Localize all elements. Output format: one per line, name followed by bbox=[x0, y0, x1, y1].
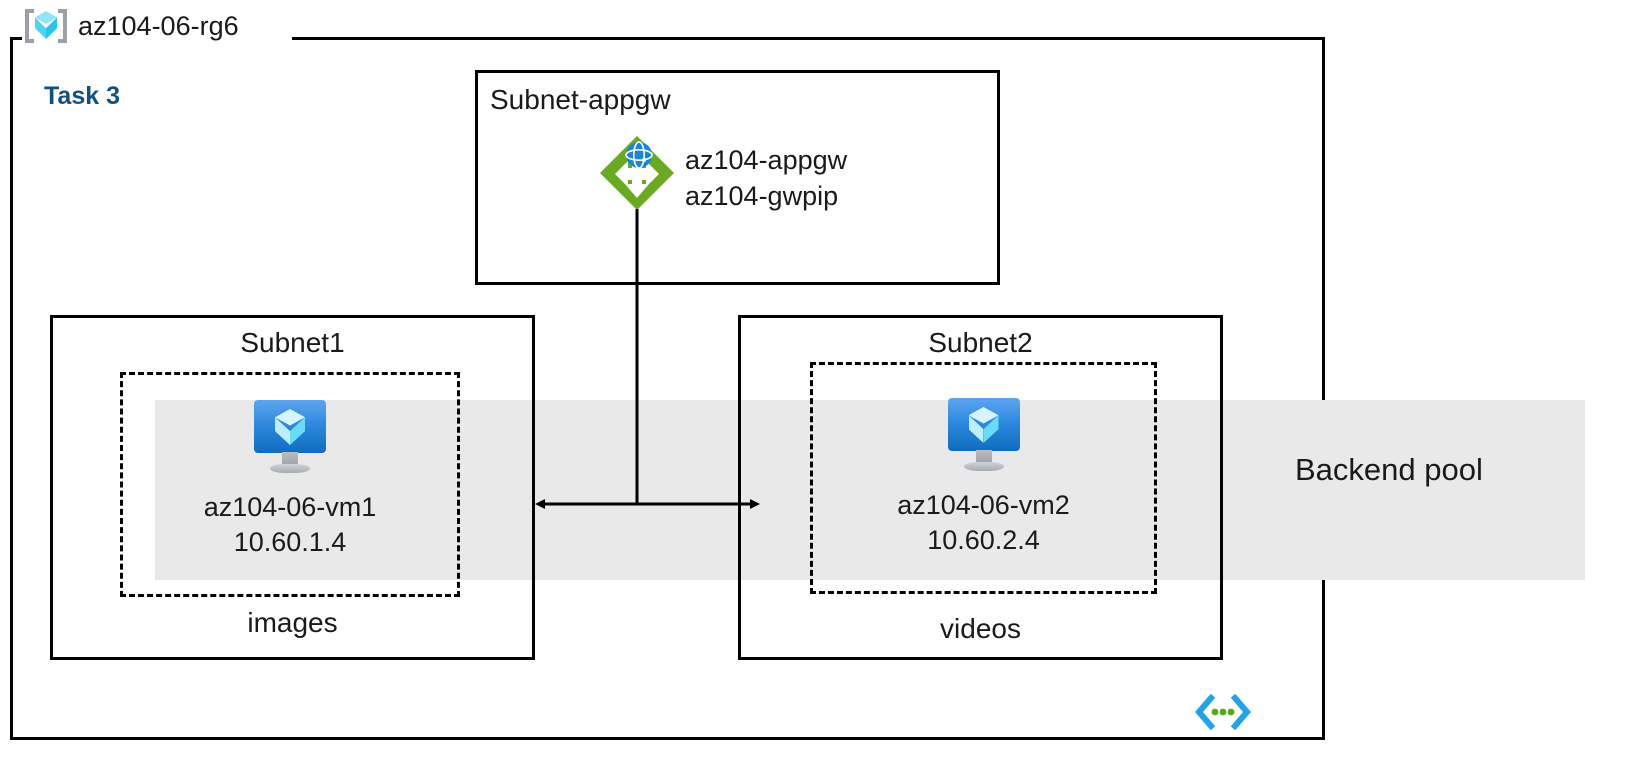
subnet2-title: Subnet2 bbox=[928, 327, 1033, 358]
bracket-left-icon bbox=[25, 9, 34, 43]
subnet2-box bbox=[738, 315, 1223, 660]
resource-group-icon bbox=[24, 6, 68, 46]
cube-glyph bbox=[968, 407, 999, 443]
vm1-ip: 10.60.1.4 bbox=[233, 526, 347, 557]
subnet1-title: Subnet1 bbox=[240, 327, 345, 358]
application-gateway-icon bbox=[598, 134, 676, 212]
virtual-network-icon bbox=[1194, 693, 1252, 731]
subnet1-group-label: images bbox=[247, 607, 338, 638]
subnet2-group-label: videos bbox=[940, 613, 1021, 644]
subnet-appgw-box bbox=[475, 70, 1000, 285]
virtual-machine-icon bbox=[947, 398, 1020, 472]
virtual-machine-icon bbox=[254, 400, 326, 474]
cube-glyph bbox=[275, 409, 305, 445]
appgw-public-ip-name: az104-gwpip bbox=[685, 181, 839, 212]
resource-group-container bbox=[10, 37, 1325, 740]
subnet-appgw-title: Subnet-appgw bbox=[490, 84, 671, 115]
resource-group-header: az104-06-rg6 bbox=[24, 6, 239, 46]
subnet1-vm: az104-06-vm1 10.60.1.4 bbox=[120, 400, 460, 559]
backend-pool-band bbox=[155, 400, 1585, 580]
cube-glyph bbox=[35, 11, 57, 39]
vm1-name: az104-06-vm1 bbox=[203, 492, 377, 522]
subnet1-box bbox=[50, 315, 535, 660]
task-label: Task 3 bbox=[44, 82, 120, 110]
application-gateway-labels: az104-appgw az104-gwpip bbox=[685, 142, 847, 214]
resource-group-name: az104-06-rg6 bbox=[78, 10, 239, 41]
vm2-ip: 10.60.2.4 bbox=[927, 524, 1040, 555]
subnet2-vm-group bbox=[810, 362, 1157, 594]
bracket-right-icon bbox=[58, 9, 67, 43]
subnet2-vm: az104-06-vm2 10.60.2.4 bbox=[810, 398, 1157, 557]
subnet1-vm-group bbox=[120, 372, 460, 597]
resource-group-title-gap bbox=[22, 24, 292, 52]
backend-pool-label: Backend pool bbox=[1295, 452, 1483, 487]
vm2-name: az104-06-vm2 bbox=[897, 490, 1070, 520]
appgw-resource-name: az104-appgw bbox=[685, 145, 848, 175]
